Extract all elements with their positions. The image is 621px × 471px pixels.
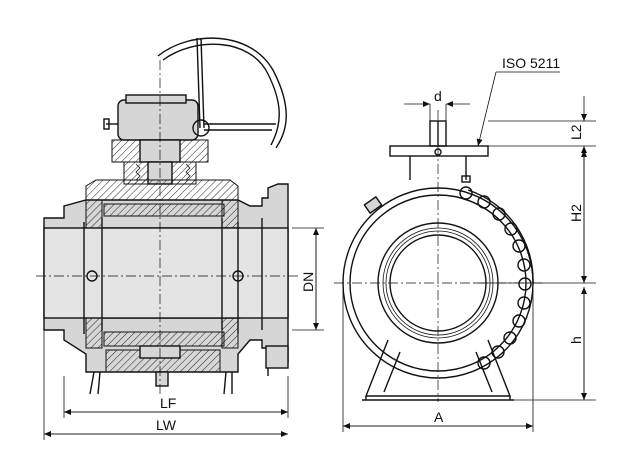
gearbox: [117, 99, 199, 141]
support-stand: [364, 339, 512, 397]
dim-lf-label: LF: [160, 395, 176, 411]
gear-handwheel: [157, 37, 287, 149]
dim-lw-label: LW: [156, 417, 177, 433]
dim-iso-label: ISO 5211: [502, 55, 560, 71]
dim-a-label: A: [434, 409, 444, 425]
dim-d-label: d: [434, 88, 442, 104]
dim-dn-label: DN: [300, 272, 316, 292]
section-view: [36, 37, 300, 396]
end-view: [334, 110, 544, 402]
dimension-lines: d ISO 5211 L2 H2 h DN LF LW: [43, 55, 596, 440]
dim-h2-label: H2: [568, 204, 584, 222]
dim-h-label: h: [568, 336, 584, 344]
dim-l2-label: L2: [568, 124, 584, 140]
